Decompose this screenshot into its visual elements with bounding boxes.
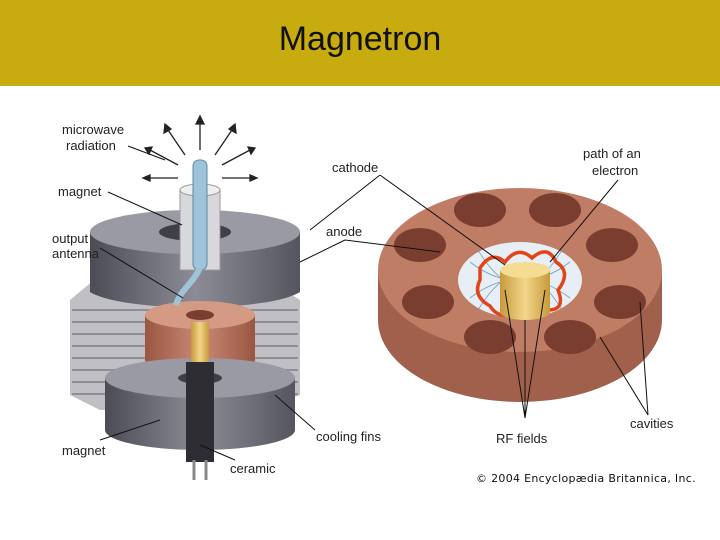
diagram-labels: microwave radiation magnet output antenn… <box>52 122 696 485</box>
label-radiation: radiation <box>66 138 116 153</box>
label-cavities: cavities <box>630 416 674 431</box>
antenna-housing-graphic <box>173 159 221 306</box>
radiation-arrows <box>141 114 259 182</box>
anode-disc-illustration <box>378 188 662 402</box>
label-rf-fields: RF fields <box>496 431 548 446</box>
label-cathode: cathode <box>332 160 378 175</box>
leader-lines <box>99 145 649 461</box>
label-microwave: microwave <box>62 122 124 137</box>
slide-title: Magnetron <box>278 20 442 58</box>
cathode-stem-graphic <box>186 322 214 480</box>
label-anode: anode <box>326 224 362 239</box>
copyright-notice: © 2004 Encyclopædia Britannica, Inc. <box>476 472 696 485</box>
label-electron: electron <box>592 163 638 178</box>
title-bar <box>0 0 720 86</box>
cathode-cylinder-graphic <box>500 262 550 320</box>
electron-path <box>475 250 567 318</box>
label-ceramic: ceramic <box>230 461 276 476</box>
label-magnet-top: magnet <box>58 184 102 199</box>
cutaway-illustration <box>70 114 300 480</box>
magnetron-diagram: microwave radiation magnet output antenn… <box>52 114 696 485</box>
cavities-graphic <box>394 193 646 354</box>
label-magnet-bottom: magnet <box>62 443 106 458</box>
label-antenna: antenna <box>52 246 100 261</box>
label-path-of-an: path of an <box>583 146 641 161</box>
label-cooling-fins: cooling fins <box>316 429 382 444</box>
label-output: output <box>52 231 89 246</box>
